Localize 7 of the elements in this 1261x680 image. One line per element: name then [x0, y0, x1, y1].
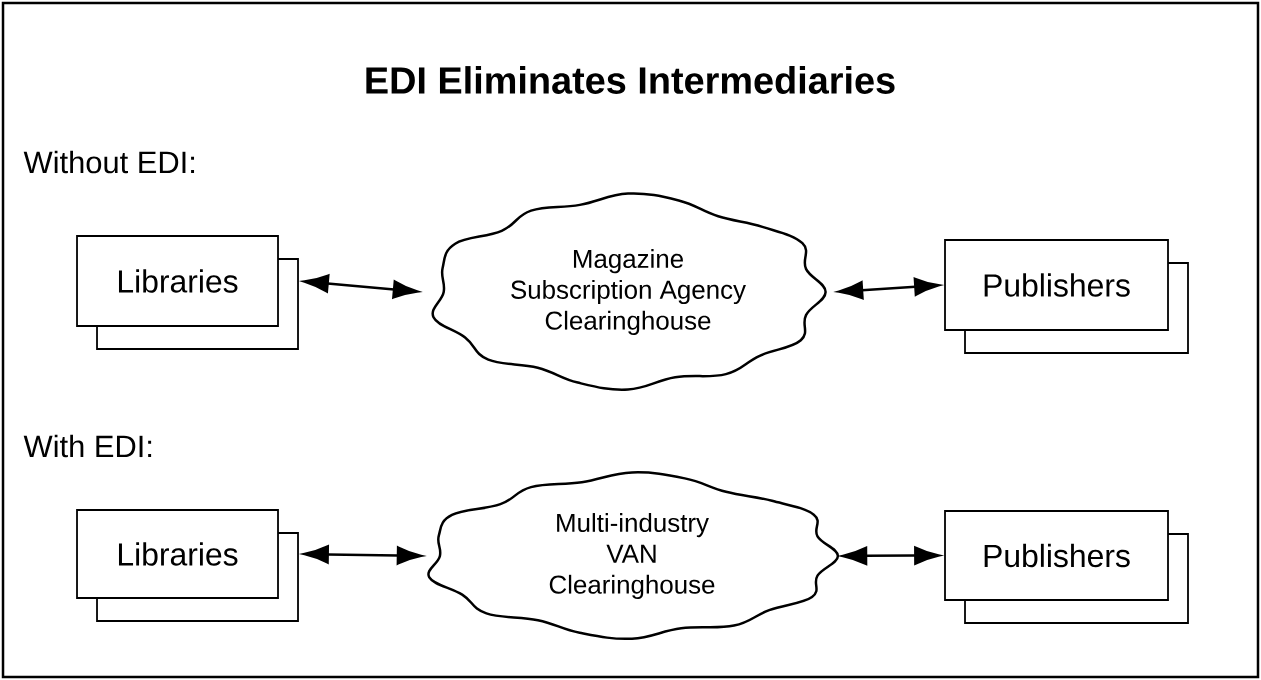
stacked-box: Publishers	[944, 510, 1189, 624]
title: EDI Eliminates Intermediaries	[366, 66, 895, 94]
stacked-box: Publishers	[944, 239, 1189, 354]
stacked-box: Libraries	[76, 509, 299, 622]
section-label: With EDI:	[23, 434, 152, 458]
section-label: Without EDI:	[23, 150, 195, 174]
stacked-box: Libraries	[76, 235, 299, 350]
